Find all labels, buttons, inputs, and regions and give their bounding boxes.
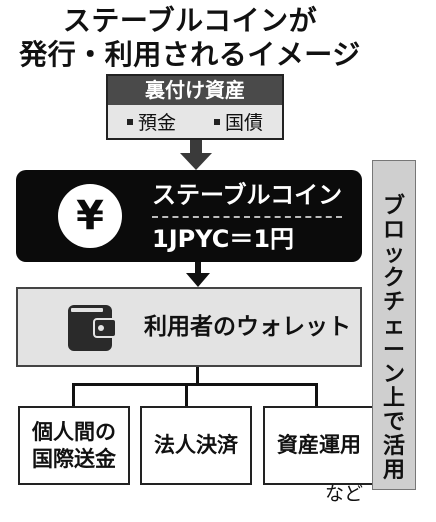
user-wallet-label: 利用者のウォレット (144, 314, 351, 340)
asset-item-deposit: 預金 (126, 108, 176, 135)
blockchain-bar: ブ ロ ッ ク チ ェ ー ン 上 で 活 用 (372, 160, 416, 490)
blockchain-char: ロ (382, 218, 405, 243)
asset-item-bond: 国債 (213, 108, 263, 135)
backing-assets-box: 裏付け資産 預金 国債 (106, 74, 284, 140)
blockchain-char: ェ (382, 314, 405, 339)
blockchain-char: 上 (382, 386, 405, 411)
dashed-divider (152, 216, 342, 218)
etc-label: など (325, 483, 364, 505)
title-line-2: 発行・利用されるイメージ (19, 38, 361, 71)
blockchain-char: ン (382, 362, 405, 387)
wallet-icon (68, 305, 116, 351)
stablecoin-rate: 1JPYC＝1円 (152, 225, 295, 253)
blockchain-char: ク (382, 266, 405, 291)
use-case-asset-management: 資産運用 (263, 406, 375, 485)
down-arrow-icon (186, 262, 210, 287)
blockchain-char: チ (382, 290, 405, 315)
connector-drop (72, 383, 75, 406)
blockchain-char: で (382, 410, 405, 435)
use-case-label: 個人間の (32, 419, 116, 444)
blockchain-char: ブ (382, 194, 405, 219)
asset-item-label: 国債 (224, 112, 263, 134)
use-case-corporate-payment: 法人決済 (140, 406, 252, 485)
connector-stem (196, 367, 199, 385)
connector-drop (315, 383, 318, 406)
connector-drop (185, 383, 188, 406)
title-line-1: ステーブルコインが (62, 4, 318, 37)
blockchain-char: ー (382, 338, 405, 363)
backing-assets-heading: 裏付け資産 (108, 76, 282, 105)
user-wallet-box: 利用者のウォレット (16, 287, 362, 367)
yen-coin-icon: ¥ (58, 184, 122, 248)
connector-bar (72, 383, 318, 386)
backing-assets-list: 預金 国債 (108, 105, 282, 138)
down-arrow-icon (180, 140, 212, 170)
use-case-remittance: 個人間の 国際送金 (18, 406, 130, 485)
use-case-label: 法人決済 (154, 433, 238, 457)
use-case-label: 国際送金 (32, 446, 116, 471)
square-bullet-icon (126, 118, 133, 125)
blockchain-char: 用 (382, 458, 405, 483)
blockchain-char: 活 (382, 434, 405, 459)
stablecoin-name: ステーブルコイン (152, 181, 343, 209)
asset-item-label: 預金 (137, 112, 176, 134)
stablecoin-box: ¥ ステーブルコイン 1JPYC＝1円 (16, 170, 362, 262)
use-case-label: 資産運用 (277, 433, 361, 457)
square-bullet-icon (213, 118, 220, 125)
blockchain-char: ッ (382, 242, 405, 267)
